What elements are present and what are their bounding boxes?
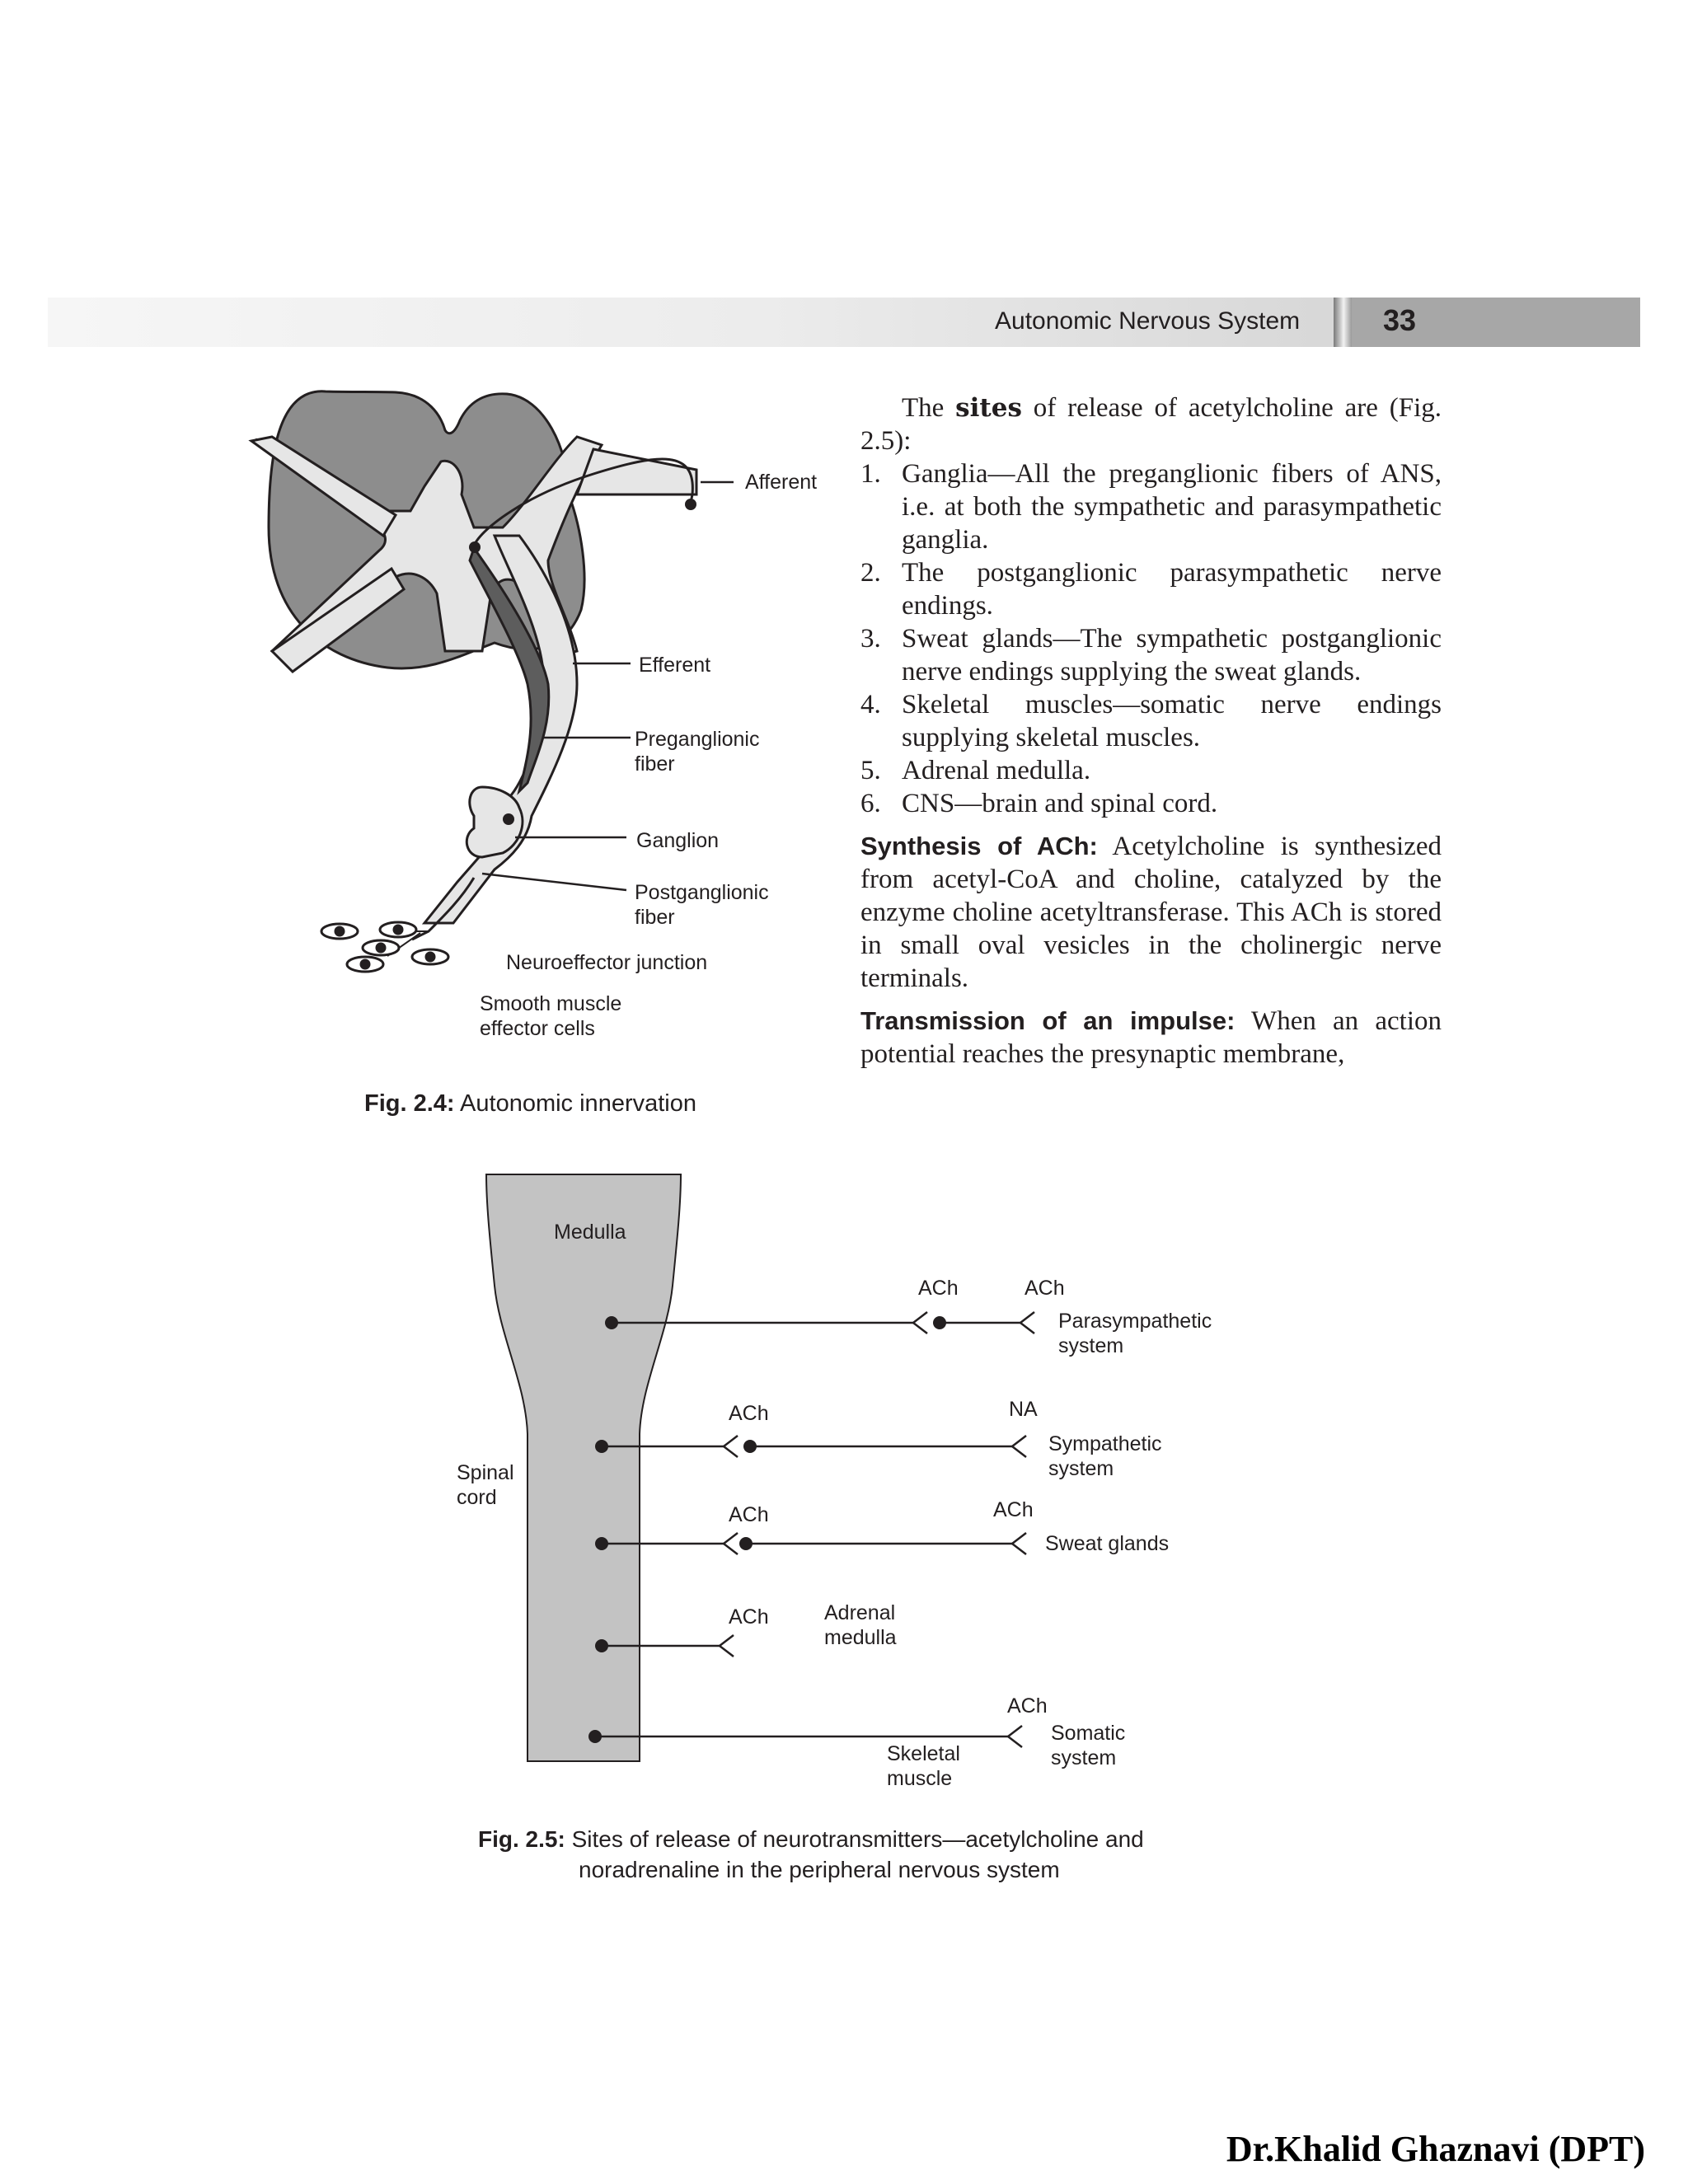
list-text: CNS—brain and spinal cord. — [902, 789, 1218, 818]
running-header-title: Autonomic Nervous System — [995, 307, 1301, 335]
label-sympathetic: Sympathetic — [1048, 1432, 1162, 1455]
list-text: Sweat glands—The sympathetic postganglio… — [902, 624, 1442, 687]
fig24-caption-text: Autonomic innervation — [460, 1090, 696, 1117]
fig25-caption-number: Fig. 2.5: — [478, 1826, 565, 1852]
fig25-caption: Fig. 2.5: Sites of release of neurotrans… — [478, 1824, 1220, 1885]
label-ach-adrenal: ACh — [729, 1605, 769, 1629]
label-ganglion: Ganglion — [636, 829, 720, 852]
synthesis-heading: Synthesis of ACh: — [860, 832, 1098, 860]
ventral-root-left — [270, 566, 406, 673]
intro-bold-sites: sites — [955, 393, 1022, 423]
ganglion-dot-parasympathetic — [933, 1316, 946, 1329]
label-postganglionic: Postganglionic — [635, 881, 769, 904]
label-sympathetic-system: system — [1048, 1457, 1114, 1480]
fig24-caption-number: Fig. 2.4: — [364, 1090, 455, 1117]
label-postganglionic-fiber: fiber — [635, 906, 675, 929]
list-number: 6. — [860, 789, 881, 818]
label-na: NA — [1009, 1398, 1038, 1421]
origin-dot-adrenal — [595, 1639, 608, 1652]
fig25-caption-line2: noradrenaline in the peripheral nervous … — [579, 1857, 1060, 1882]
label-cord: cord — [457, 1486, 497, 1509]
label-adrenal: Adrenal — [824, 1601, 896, 1624]
list-text: Ganglia—All the preganglionic fibers of … — [902, 459, 1442, 555]
medulla-spinal-cord-shape — [485, 1174, 682, 1762]
label-medulla: Medulla — [554, 1221, 626, 1244]
autonomic-innervation-figure — [248, 390, 734, 973]
label-sweat-glands: Sweat glands — [1045, 1532, 1170, 1555]
label-ach-somatic: ACh — [1007, 1694, 1048, 1718]
label-somatic-system: system — [1051, 1746, 1117, 1769]
dorsal-root-left — [248, 435, 398, 538]
intro-text-1: The — [902, 393, 945, 423]
label-somatic: Somatic — [1051, 1722, 1126, 1745]
intro-text-2: of release of acetylcholine are (Fig. 2.… — [860, 393, 1442, 456]
list-text: Skeletal muscles—somatic nerve endings s… — [902, 690, 1442, 752]
synthesis-paragraph: Synthesis of ACh: Acetylcholine is synth… — [860, 830, 1442, 995]
list-item: 5. Adrenal medulla. — [860, 754, 1442, 787]
leader-postganglionic — [481, 872, 627, 892]
list-text: The postganglionic parasympathetic nerve… — [902, 558, 1442, 621]
label-smooth-muscle: Smooth muscle — [480, 992, 622, 1015]
sites-list: 1. Ganglia—All the preganglionic fibers o… — [860, 457, 1442, 820]
afferent-fiber — [472, 457, 694, 546]
list-number: 4. — [860, 690, 881, 719]
origin-dot-sympathetic — [595, 1440, 608, 1453]
label-ach-parasym-1: ACh — [918, 1277, 959, 1300]
neuron-dot — [469, 541, 481, 553]
ganglion-dot — [503, 813, 514, 825]
author-watermark: Dr.Khalid Ghaznavi (DPT) — [1226, 2129, 1645, 2169]
label-skeletal-muscle: muscle — [887, 1767, 953, 1790]
list-text: Adrenal medulla. — [902, 756, 1091, 785]
synthesis-text: Acetylcholine is synthesized from acetyl… — [860, 832, 1442, 993]
label-effector-cells: effector cells — [480, 1017, 595, 1040]
fig24-caption: Fig. 2.4: Autonomic innervation — [364, 1090, 696, 1118]
transmission-heading: Transmission of an impulse: — [860, 1006, 1236, 1035]
label-skeletal: Skeletal — [887, 1742, 960, 1765]
label-afferent: Afferent — [745, 471, 818, 494]
label-preganglionic-fiber: fiber — [635, 752, 675, 776]
list-item: 2. The postganglionic parasympathetic ner… — [860, 556, 1442, 622]
label-parasympathetic: Parasympathetic — [1058, 1310, 1212, 1333]
intro-paragraph: The sites of release of acetylcholine ar… — [860, 391, 1442, 457]
list-number: 5. — [860, 756, 881, 785]
page-number-box — [1352, 298, 1640, 347]
fig25-caption-line1: Sites of release of neurotransmitters—ac… — [571, 1826, 1144, 1852]
transmission-text: When an action potential reaches the pre… — [860, 1006, 1442, 1069]
ganglion-dot-sympathetic — [743, 1440, 757, 1453]
preganglionic-fiber — [468, 545, 551, 795]
afferent-dot — [685, 499, 696, 510]
label-spinal: Spinal — [457, 1461, 514, 1484]
body-text-column: The sites of release of acetylcholine ar… — [860, 391, 1442, 1071]
label-ach-sweat: ACh — [729, 1503, 769, 1526]
label-ach-sym: ACh — [729, 1402, 769, 1425]
list-item: 3. Sweat glands—The sympathetic postgangl… — [860, 622, 1442, 688]
origin-dot-somatic — [588, 1730, 602, 1743]
label-preganglionic: Preganglionic — [635, 728, 760, 751]
list-number: 2. — [860, 558, 881, 588]
origin-dot-parasympathetic — [605, 1316, 618, 1329]
page-number: 33 — [1383, 303, 1417, 337]
list-item: 6. CNS—brain and spinal cord. — [860, 787, 1442, 820]
origin-dot-sweat — [595, 1537, 608, 1550]
label-ach-sweat-2: ACh — [993, 1498, 1034, 1521]
dorsal-root-right — [574, 448, 698, 496]
transmission-paragraph: Transmission of an impulse: When an acti… — [860, 1005, 1442, 1071]
ganglion-dot-sweat — [739, 1537, 753, 1550]
smooth-muscle-cells — [320, 921, 450, 973]
label-ach-parasym-2: ACh — [1025, 1277, 1065, 1300]
label-parasympathetic-system: system — [1058, 1334, 1124, 1357]
list-item: 4. Skeletal muscles—somatic nerve endings… — [860, 688, 1442, 754]
list-item: 1. Ganglia—All the preganglionic fibers o… — [860, 457, 1442, 556]
ganglion-bulge — [465, 785, 524, 859]
label-efferent: Efferent — [639, 654, 711, 677]
postganglionic-fiber — [411, 877, 476, 941]
header-separator — [1334, 298, 1352, 347]
label-adrenal-medulla: medulla — [824, 1626, 897, 1649]
label-neuroeffector: Neuroeffector junction — [506, 951, 708, 974]
list-number: 1. — [860, 459, 881, 489]
list-number: 3. — [860, 624, 881, 654]
